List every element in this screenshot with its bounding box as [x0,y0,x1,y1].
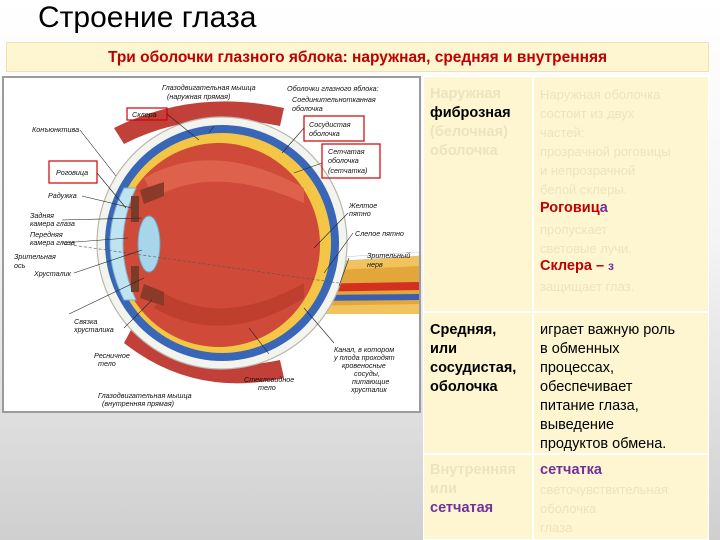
inner-shell-ghost-2: или [430,481,458,497]
outer-desc-ghost-5: и непрозрачной [540,163,636,178]
outer-shell-name: фиброзная [430,105,511,121]
middle-desc-line-2: в обменных [540,341,620,357]
inner-desc-ghost-2: оболочка [540,501,597,516]
label-optic-axis-2: ось [14,261,26,270]
middle-desc-line-1: играет важную роль [540,322,676,338]
label-ant-chamber-1: Передняя [30,230,63,239]
inner-shell-name-cell: Внутренняя или сетчатая [423,454,533,540]
label-optic-axis-1: Зрительная [14,252,56,261]
inner-desc-ghost-3: глаза [540,520,573,535]
label-canal-6: хрусталик [350,385,387,394]
sclera-tail: з [608,259,615,273]
label-shells: Оболочки глазного яблока: [287,84,379,93]
label-yellow-spot-1: Желтое [348,201,377,210]
cornea-tail: а [599,200,608,216]
sclera-word: Склера – [540,258,605,274]
ciliary-shape [140,182,164,204]
retina-box [321,143,381,179]
label-blind-spot: Слепое пятно [355,229,404,238]
middle-desc-line-6: выведение [540,417,615,433]
outer-desc-ghost-6: белой склеры. [540,182,628,197]
outer-desc-ghost-8: световые лучи. [540,241,632,256]
middle-desc-line-4: обеспечивает [540,379,633,395]
label-muscle-bottom-2: (внутренняя прямая) [102,399,174,408]
label-conj-shell-1: Соединительнотканная [292,95,376,104]
outer-shell-ghost-2: (белочная) [430,124,508,140]
middle-shell-name-cell: Средняя, или сосудистая, оболочка [423,312,533,454]
label-canal-1: Канал, в котором [334,345,394,354]
label-conjunctiva: Конъюнктива [32,125,79,134]
label-retina-1: Сетчатая [328,147,365,156]
cornea-term: Роговица [540,199,608,218]
label-canal-3: кровеносные [342,361,386,370]
label-canal-2: у плода проходят [333,353,395,362]
bottom-muscle-shape [124,328,284,384]
label-vitreous-2: тело [258,383,276,392]
outer-shell-desc-cell: Наружная оболочка состоит из двух частей… [533,76,709,312]
outer-desc-ghost-4: прозрачной роговицы [540,144,671,159]
label-muscle-top-2: (наружная прямая) [167,92,230,101]
label-zonule-1: Связка [74,317,97,326]
cornea-word: Роговиц [540,200,600,216]
label-canal-5: питающие [352,377,389,386]
outer-shell-name-cell: Наружная фиброзная (белочная) оболочка [423,76,533,312]
label-muscle-top-1: Глазодвигательная мышца [162,83,256,92]
eye-diagram: Глазодвигательная мышца (наружная прямая… [2,76,421,413]
label-ciliary-1: Ресничное [94,351,130,360]
label-conj-shell-2: оболочка [292,104,323,113]
subtitle-text: Три оболочки глазного яблока: наружная, … [107,49,608,66]
label-vitreous-1: Стекловидное [244,375,294,384]
label-yellow-spot-2: пятно [349,209,371,218]
retina-term: сетчатка [540,462,602,478]
label-optic-nerve-1: Зрительный [367,251,410,260]
outer-desc-ghost-3: частей: [540,125,585,140]
leader-lines [61,113,354,355]
sclera-term: Склера – з [540,257,614,276]
outer-shell-ghost-3: оболочка [430,143,498,159]
label-iris: Радужка [48,191,77,200]
outer-desc-ghost-9: защищает глаз. [540,279,635,294]
label-post-chamber-1: Задняя [30,211,54,220]
label-zonule-2: хрусталика [73,325,114,334]
inner-shell-ghost-1: Внутренняя [430,462,516,478]
middle-desc-line-5: питание глаза, [540,398,639,414]
iris-shape [131,196,139,222]
inner-shell-desc-cell: сетчатка светочувствительная оболочка гл… [533,454,709,540]
label-lens: Хрусталик [33,269,72,278]
label-retina-2: оболочка [328,156,359,165]
page-title: Строение глаза [38,1,257,34]
label-ant-chamber-2: камера глаза [30,238,75,247]
outer-desc-ghost-2: состоит из двух [540,106,635,121]
label-sclera: Склера [132,110,157,119]
middle-shell-line-4: оболочка [430,379,498,395]
label-canal-4: сосуды, [354,369,380,378]
outer-shell-ghost-1: Наружная [430,86,502,102]
label-ciliary-2: тело [98,359,116,368]
label-cornea: Роговица [56,168,88,177]
label-optic-nerve-2: нерв [367,260,383,269]
top-muscle-shape [114,101,284,144]
vascular-box [303,115,365,142]
cornea-shape [109,187,137,301]
subtitle-banner: Три оболочки глазного яблока: наружная, … [6,42,709,72]
label-muscle-bottom-1: Глазодвигательная мышца [98,391,192,400]
inner-shell-name: сетчатая [430,500,494,516]
eye-illustration: Глазодвигательная мышца (наружная прямая… [14,83,419,408]
label-vascular-1: Сосудистая [309,120,351,129]
label-vascular-2: оболочка [309,129,340,138]
outer-desc-ghost-1: Наружная оболочка [540,87,661,102]
middle-shell-desc-cell: играет важную роль в обменных процессах,… [533,312,709,454]
outer-desc-ghost-7: пропускает [540,222,608,237]
middle-desc-line-7: продуктов обмена. [540,436,667,452]
middle-shell-line-3: сосудистая, [430,360,517,376]
middle-shell-line-2: или [430,341,458,357]
inner-desc-ghost-1: светочувствительная [540,482,668,497]
shells-table: Наружная фиброзная (белочная) оболочка Н… [423,76,709,540]
middle-desc-line-3: процессах, [540,360,615,376]
label-post-chamber-2: камера глаза [30,219,75,228]
middle-shell-line-1: Средняя, [430,322,497,338]
cornea-box [48,160,98,184]
lens-shape [137,215,161,273]
label-retina-3: (сетчатка) [328,166,367,175]
